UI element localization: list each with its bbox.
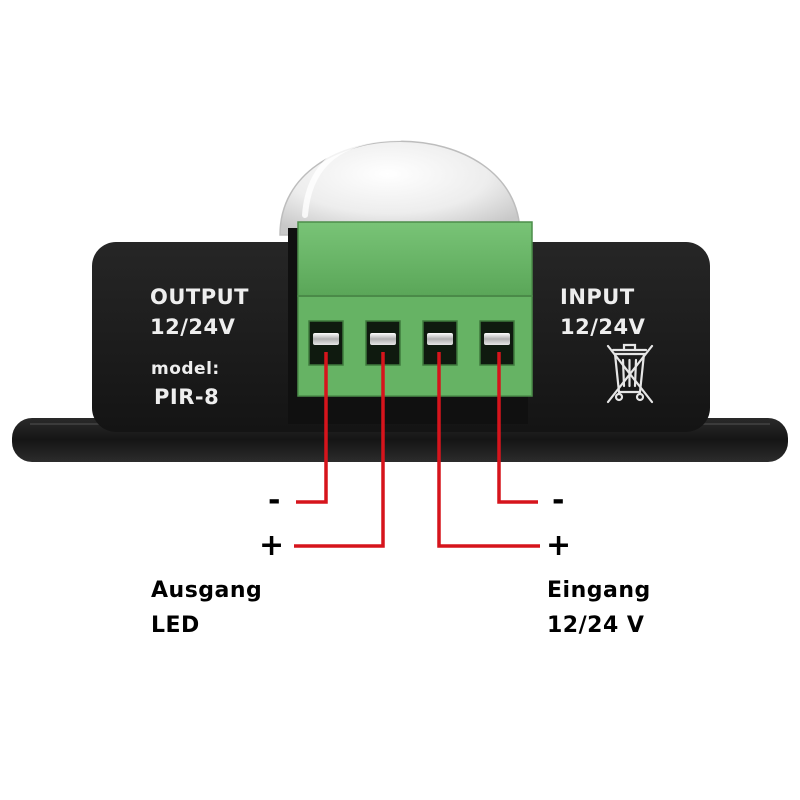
model-label: model: [151, 359, 220, 379]
terminal-block [297, 221, 533, 397]
terminal-screws [308, 320, 515, 366]
crossed-out-bin-icon [606, 343, 654, 404]
wire-input-minus [497, 352, 538, 504]
model-value: PIR-8 [154, 385, 220, 409]
wire-output-plus [294, 352, 385, 548]
output-voltage: 12/24V [150, 315, 236, 339]
output-minus-label: - [268, 483, 281, 518]
wires [294, 352, 540, 548]
terminal-screw-2 [370, 333, 396, 345]
input-caption-line1: Eingang [547, 578, 651, 603]
pir-dome-highlight [302, 135, 403, 218]
input-plus-label: + [546, 528, 572, 563]
input-heading: INPUT [560, 285, 635, 309]
output-heading: OUTPUT [150, 285, 249, 309]
input-minus-label: - [552, 483, 565, 518]
input-voltage: 12/24V [560, 315, 646, 339]
output-plus-label: + [259, 528, 285, 563]
terminal-screw-4 [484, 333, 510, 345]
terminal-block-top [297, 221, 533, 297]
wire-input-plus [437, 352, 540, 548]
terminal-4 [479, 320, 515, 366]
output-caption-line1: Ausgang [151, 578, 263, 603]
input-caption-line2: 12/24 V [547, 613, 645, 638]
terminal-screw-3 [427, 333, 453, 345]
pir-dome [279, 140, 521, 236]
output-caption-line2: LED [151, 613, 200, 638]
terminal-screw-1 [313, 333, 339, 345]
wire-output-minus [296, 352, 328, 504]
